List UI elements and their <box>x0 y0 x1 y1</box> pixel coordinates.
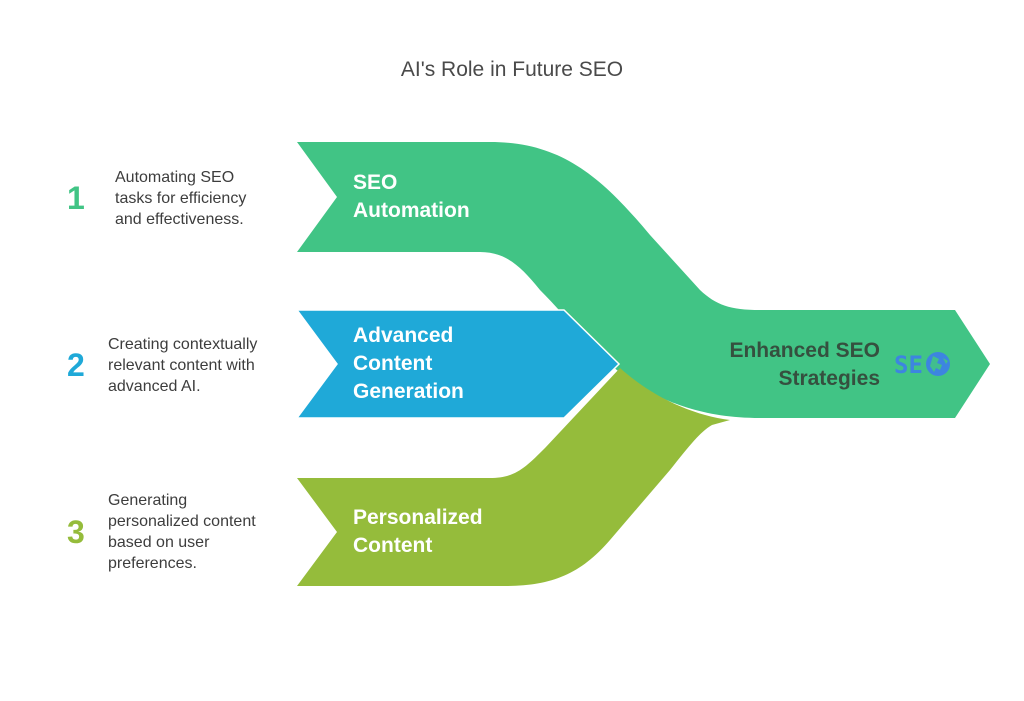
step-description-2: Creating contextually relevant content w… <box>108 334 257 397</box>
desc-line: Creating contextually <box>108 336 258 353</box>
desc-line: Generating <box>108 492 188 509</box>
diagram-title: AI's Role in Future SEO <box>400 58 624 81</box>
desc-line: Automating SEO <box>115 169 235 186</box>
desc-line: preferences. <box>108 555 197 572</box>
desc-line: tasks for efficiency <box>115 190 247 207</box>
label-line: Automation <box>353 199 470 222</box>
desc-line: based on user <box>108 534 210 551</box>
label-line: SEO <box>353 171 398 194</box>
step-description-1: Automating SEO tasks for efficiency and … <box>115 167 246 230</box>
desc-line: advanced AI. <box>108 378 201 395</box>
personalized-content-band <box>297 368 730 586</box>
step-description-3: Generating personalized content based on… <box>108 490 256 574</box>
label-line: Enhanced SEO <box>729 339 880 362</box>
desc-line: relevant content with <box>108 357 255 374</box>
label-line: Advanced <box>353 324 454 347</box>
advanced-content-arrow <box>295 309 621 419</box>
label-line: Generation <box>353 380 464 403</box>
step-label-2: Advanced Content Generation <box>353 322 464 406</box>
step-number-3: 3 <box>67 514 85 550</box>
seo-globe-icon: SE <box>893 350 953 379</box>
desc-line: and effectiveness. <box>115 211 244 228</box>
seo-automation-band <box>297 142 990 418</box>
step-label-1: SEO Automation <box>353 169 470 225</box>
label-line: Content <box>353 534 433 557</box>
step-label-3: Personalized Content <box>353 504 483 560</box>
label-line: Content <box>353 352 433 375</box>
label-line: Strategies <box>778 367 880 390</box>
step-number-2: 2 <box>67 347 85 383</box>
desc-line: personalized content <box>108 513 256 530</box>
seo-icon-text: SE <box>894 351 923 378</box>
outcome-label: Enhanced SEO Strategies <box>690 337 880 393</box>
label-line: Personalized <box>353 506 483 529</box>
step-number-1: 1 <box>67 180 85 216</box>
